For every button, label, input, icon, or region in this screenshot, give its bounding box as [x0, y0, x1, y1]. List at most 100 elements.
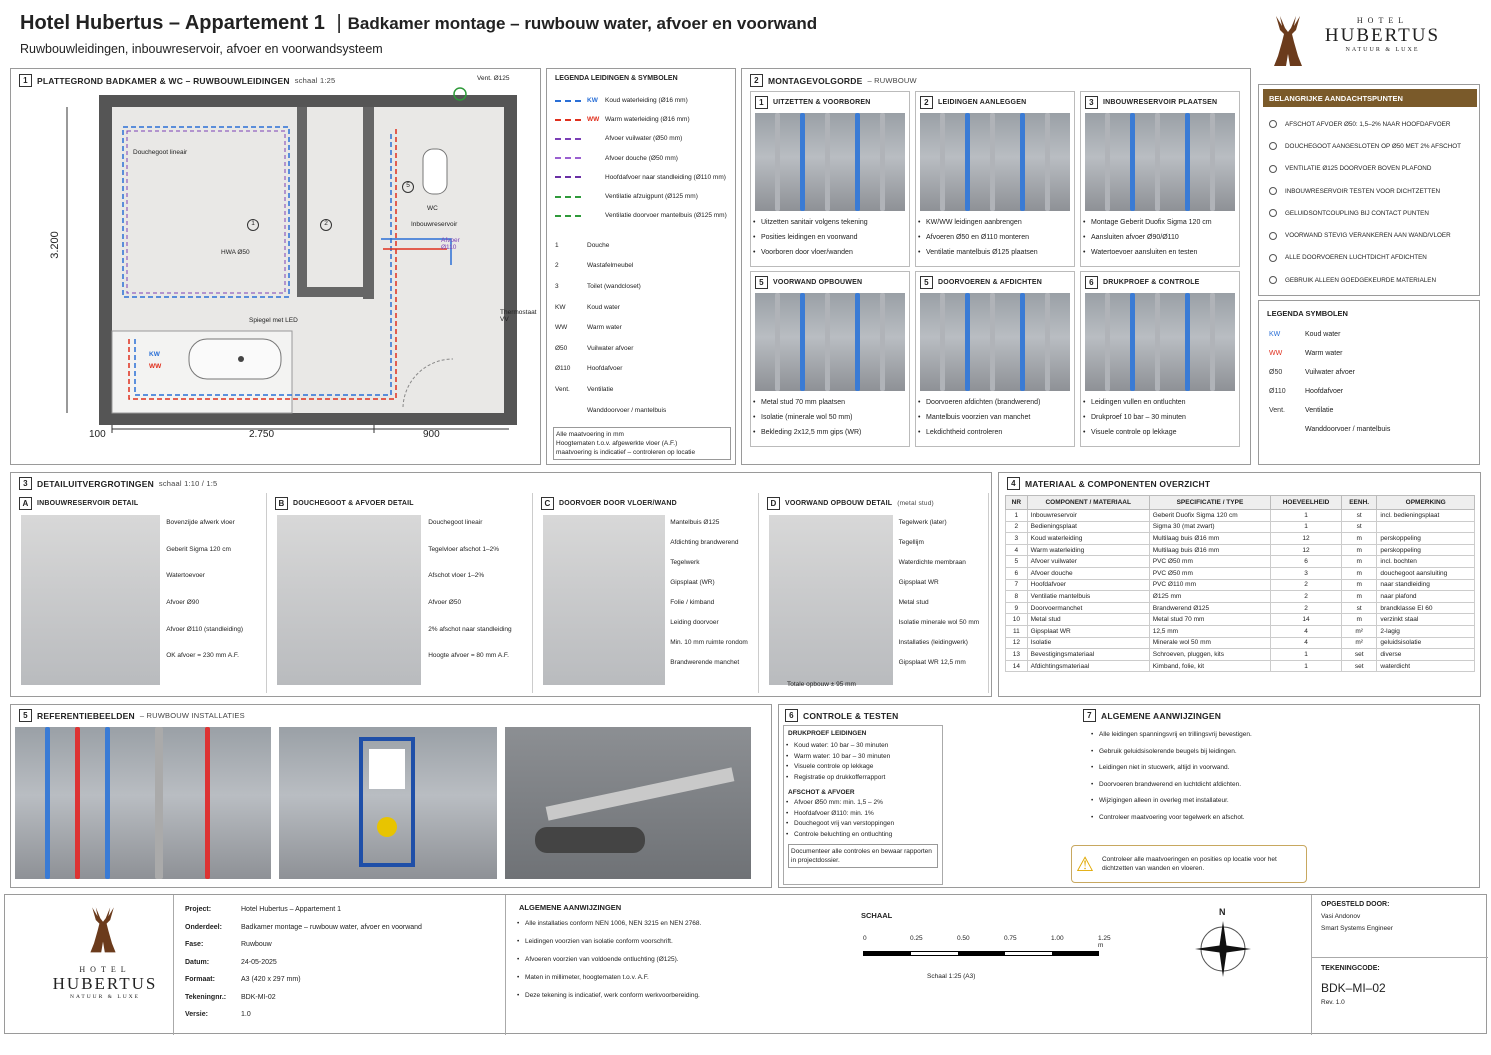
attention-item: GEBRUIK ALLEEN GOEDGEKEURDE MATERIALEN	[1269, 269, 1479, 291]
table-cell: Sigma 30 (mat zwart)	[1148, 520, 1272, 534]
montage-step-number: 3	[1085, 96, 1098, 109]
photo-pipe	[880, 113, 885, 211]
table-header-cell: HOEVEELHEID	[1270, 495, 1342, 510]
legend-line-swatch	[555, 214, 581, 217]
legend-symbol-label: Toilet (wandcloset)	[587, 282, 641, 290]
detail-label: 2% afschot naar standleiding	[428, 625, 512, 633]
legend-line-swatch	[555, 195, 581, 198]
detail-label: Afdichting brandwerend	[670, 539, 739, 546]
montage-step-bullet: Posities leidingen en voorwand	[751, 230, 909, 245]
legend-line-swatch	[555, 176, 581, 179]
project-info-key: Fase:	[185, 941, 204, 949]
logo-tagline: NATUUR & LUXE	[1345, 47, 1420, 53]
legend-note: Alle maatvoering in mm Hoogtematen t.o.v…	[553, 427, 731, 460]
photo-pipe	[825, 113, 830, 211]
table-cell: st	[1340, 601, 1378, 615]
project-info-value: Badkamer montage – ruwbouw water, afvoer…	[241, 923, 422, 931]
project-info-value: Ruwbouw	[241, 941, 272, 949]
table-cell: 8	[1005, 590, 1028, 603]
control-item: Douchegoot vrij van verstoppingen	[784, 819, 942, 830]
montage-step-number: 2	[920, 96, 933, 109]
photo-pipe	[1045, 113, 1050, 211]
detail-label: Douchegoot lineair	[428, 519, 483, 526]
detail-letter: D	[767, 497, 780, 510]
project-info-row: Datum:24-05-2025	[185, 954, 505, 972]
legend-line-swatch	[555, 118, 581, 121]
check-icon	[1269, 253, 1277, 262]
table-cell: 12	[1270, 532, 1342, 545]
montage-step-bullet: Drukproef 10 bar – 30 minuten	[1081, 410, 1239, 425]
project-info-row: Fase: Ruwbouw	[185, 936, 505, 954]
detail-label: Geberit Sigma 120 cm	[166, 545, 231, 553]
table-cell: Bevestigingsmateriaal	[1026, 648, 1150, 661]
montage-step-number: 5	[920, 276, 933, 289]
thermostaat-label: Thermostaat VV	[500, 309, 537, 323]
controls-box: DRUKPROEF LEIDINGEN Koud water: 10 bar –…	[783, 725, 943, 885]
footer-general-list: Alle installaties conform NEN 1006, NEN …	[515, 915, 835, 1005]
scale-tick: 0.50	[957, 935, 970, 942]
check-icon	[1269, 187, 1277, 196]
footer-deer-icon	[85, 903, 121, 955]
photo-pipe	[1045, 293, 1050, 391]
attention-item: DOUCHEGOOT AANGESLOTEN OP Ø50 MET 2% AFS…	[1269, 135, 1479, 157]
table-cell: m²	[1340, 624, 1378, 638]
table-cell: set	[1340, 648, 1378, 661]
table-cell: 2-lagig	[1376, 624, 1475, 638]
table-cell: 2	[1270, 578, 1342, 592]
table-cell: Schroeven, pluggen, kits	[1148, 648, 1272, 661]
control-item: Warm water: 10 bar – 30 minuten	[784, 752, 942, 763]
table-cell: Minerale wol 50 mm	[1148, 636, 1272, 650]
symbol-legend-label: Vuilwater afvoer	[1305, 369, 1355, 376]
photo-pipe	[1185, 293, 1190, 391]
table-cell: m	[1340, 613, 1378, 626]
control-item: Registratie op drukkofferrapport	[784, 773, 942, 784]
table-cell: PVC Ø50 mm	[1148, 555, 1272, 568]
brand-logo: HOTEL HUBERTUS NATUUR & LUXE	[1320, 16, 1445, 53]
symbol-legend-sym: WW	[1269, 350, 1283, 357]
montage-step-bullet: Aansluiten afvoer Ø90/Ø110	[1081, 230, 1239, 245]
legend-line-label: Warm waterleiding (Ø16 mm)	[605, 116, 690, 124]
detail-title: VOORWAND OPBOUW DETAIL	[785, 500, 893, 507]
legend-symbol-label: Wastafelmeubel	[587, 262, 634, 270]
legend-symbol-label: Wanddoorvoer / mantelbuis	[587, 406, 667, 414]
symbol-legend-label: Ventilatie	[1305, 407, 1334, 414]
photo-pipe	[940, 113, 945, 211]
detail-label: Watertoevoer	[166, 572, 205, 580]
table-cell: 12	[1270, 543, 1342, 557]
table-cell: brandklasse EI 60	[1376, 601, 1475, 615]
table-cell: verzinkt staal	[1376, 613, 1475, 626]
photo-pipe	[1130, 293, 1135, 391]
dimension-900: 900	[423, 429, 440, 440]
montage-step-photo	[755, 113, 905, 211]
slope-title: AFSCHOT & AFVOER	[788, 789, 855, 796]
table-cell: m	[1340, 566, 1378, 580]
table-cell: Doorvoermanchet	[1026, 601, 1150, 615]
table-cell: Bedieningsplaat	[1026, 520, 1150, 534]
photo-pipe	[965, 293, 970, 391]
table-cell: perskoppeling	[1376, 543, 1475, 557]
montage-step-bullet: Ventilatie mantelbuis Ø125 plaatsen	[916, 245, 1074, 260]
table-cell: incl. bedieningsplaat	[1376, 509, 1475, 522]
attention-text: VOORWAND STEVIG VERANKEREN AAN WAND/VLOE…	[1285, 232, 1451, 240]
table-cell: 11	[1005, 624, 1028, 638]
table-cell: 1	[1270, 520, 1342, 534]
table-cell: Afvoer vuilwater	[1026, 555, 1150, 568]
table-cell: Metal stud	[1026, 613, 1150, 626]
slope-list: Afvoer Ø50 mm: min. 1,5 – 2%Hoofdafvoer …	[784, 798, 942, 840]
logo-name: HUBERTUS	[1324, 25, 1441, 46]
